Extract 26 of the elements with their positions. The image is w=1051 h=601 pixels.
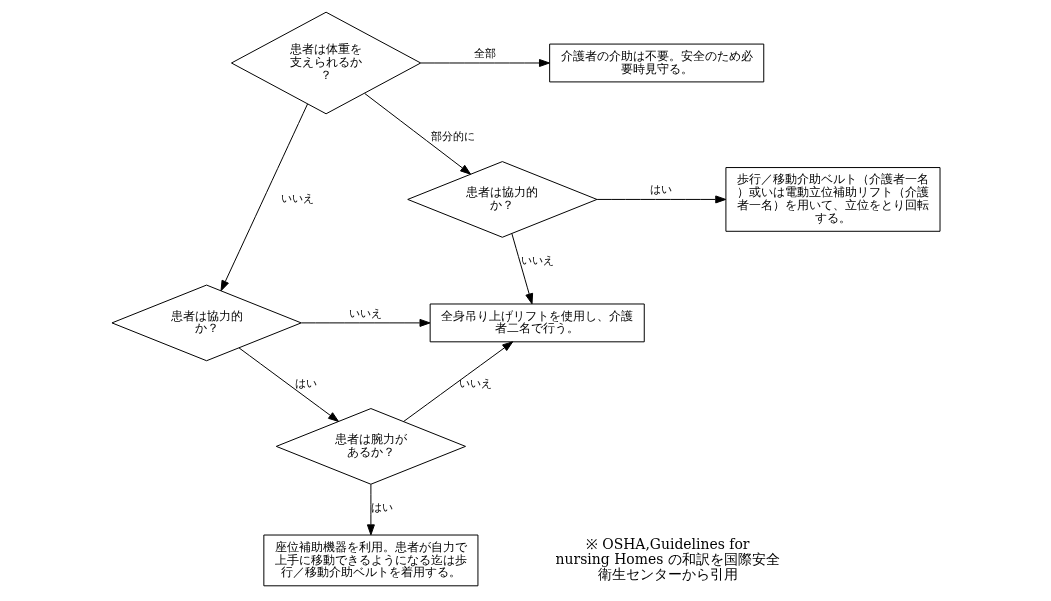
arrow bbox=[510, 233, 533, 305]
node-diamond: 患者は体重を支えられるか？ bbox=[230, 11, 421, 115]
edge-label: はい bbox=[649, 183, 672, 197]
node-diamond: 患者は協力的か？ bbox=[111, 284, 302, 362]
node-box: 歩行／移動介助ベルト（介護者一名）或いは電動立位補助リフト（介護者一名）を用いて、立位をとり回転する。 bbox=[724, 167, 940, 232]
arrow bbox=[220, 103, 308, 292]
edge-label: いいえ bbox=[458, 377, 492, 391]
arrow bbox=[596, 195, 726, 204]
edge-label: はい bbox=[294, 377, 317, 391]
arrow bbox=[300, 318, 430, 327]
node-box: 座位補助機器を利用。患者が自力で上手に移動できるようになる迄は歩行／移動介助ベルトを着用する。 bbox=[262, 534, 478, 587]
edge-label: いいえ bbox=[280, 192, 314, 206]
label: ※ OSHA,Guidelines for nursing Homes の和訳を国際安全衛生センターから引用 bbox=[555, 536, 780, 583]
arrow bbox=[419, 59, 550, 67]
node-diamond: 患者は腕力があるか？ bbox=[275, 408, 466, 485]
arrow bbox=[363, 93, 471, 175]
node-box: 介護者の介助は不要。安全のため必要時見守る。 bbox=[548, 43, 764, 83]
edge-label: 部分的に bbox=[430, 130, 475, 144]
edge-label: いいえ bbox=[520, 253, 554, 267]
arrow bbox=[402, 341, 513, 423]
node-box: 全身吊り上げリフトを使用し、介護者二名で行う。 bbox=[429, 303, 645, 343]
edge-label: いいえ bbox=[348, 306, 382, 320]
edge-label: はい bbox=[370, 500, 393, 514]
edge-label: 全部 bbox=[473, 46, 496, 60]
arrow bbox=[238, 347, 339, 422]
arrow bbox=[366, 483, 375, 536]
